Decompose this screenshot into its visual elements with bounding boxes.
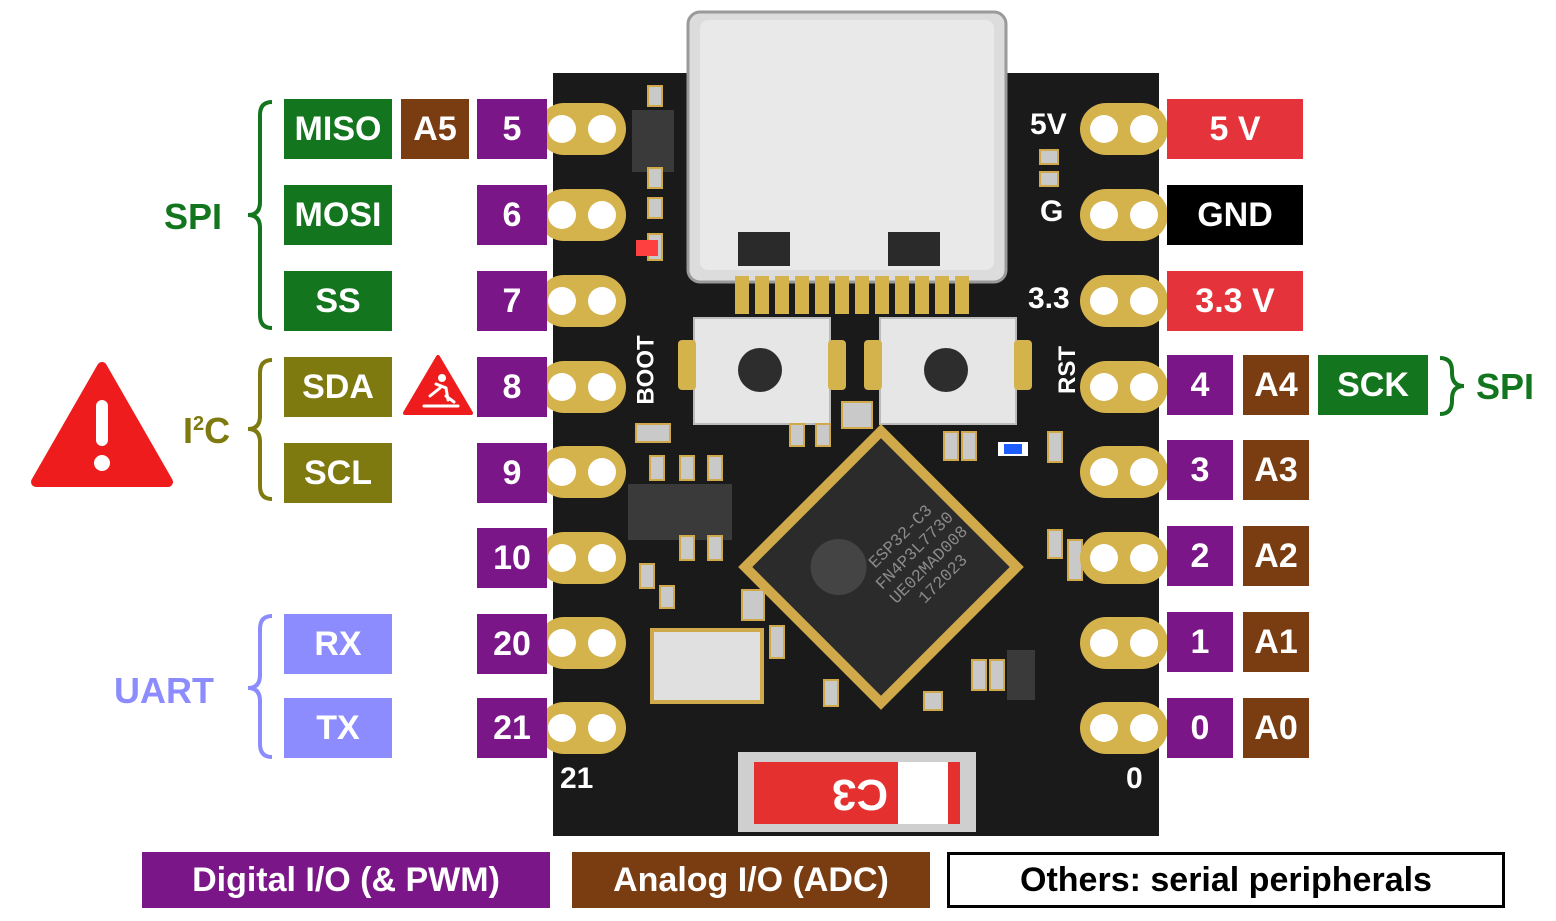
label-sck: SCK (1318, 355, 1428, 415)
left-pad-5 (538, 532, 626, 584)
pin-5: 5 (477, 99, 547, 159)
spi-right-bracket (1439, 356, 1465, 416)
legend-digital: Digital I/O (& PWM) (142, 852, 550, 908)
slip-hazard-icon (403, 355, 473, 415)
right-pad-4 (1080, 446, 1168, 498)
label-mosi: MOSI (284, 185, 392, 245)
label-a4: A4 (1243, 355, 1309, 415)
label-3v3: 3.3 V (1167, 271, 1303, 331)
right-pin-pads (1080, 103, 1168, 754)
pin-2: 2 (1167, 526, 1233, 586)
silk-0: 0 (1126, 762, 1143, 795)
label-ss: SS (284, 271, 392, 331)
pin-10: 10 (477, 528, 547, 588)
silk-rst: RST (1054, 346, 1081, 394)
group-uart: UART (114, 670, 214, 711)
left-pad-7 (538, 702, 626, 754)
uart-bracket (247, 614, 273, 759)
right-pad-1 (1080, 189, 1168, 241)
silk-boot: BOOT (632, 335, 660, 405)
group-spi-right: SPI (1476, 366, 1535, 407)
boot-button (678, 317, 846, 425)
pin-3: 3 (1167, 440, 1233, 500)
left-pad-6 (538, 617, 626, 669)
right-pad-3 (1080, 361, 1168, 413)
usb-pads (735, 276, 969, 314)
transistor (1007, 650, 1035, 700)
left-pad-2 (538, 275, 626, 327)
usb-c-connector (686, 10, 1008, 284)
diode (632, 110, 674, 172)
pin-21: 21 (477, 698, 547, 758)
left-pad-0 (538, 103, 626, 155)
right-pad-6 (1080, 617, 1168, 669)
pin-4: 4 (1167, 355, 1233, 415)
label-sda: SDA (284, 357, 392, 417)
right-pad-7 (1080, 702, 1168, 754)
esp32-c3-chip (738, 424, 1024, 710)
silk-3v3: 3.3 (1028, 282, 1070, 315)
spi-left-bracket (247, 100, 273, 330)
label-tx: TX (284, 698, 392, 758)
reset-button (864, 317, 1032, 425)
voltage-regulator (628, 484, 732, 540)
label-a3: A3 (1243, 440, 1309, 500)
group-i2c: I2C (183, 410, 231, 451)
silk-5v: 5V (1030, 108, 1067, 141)
label-a2: A2 (1243, 526, 1309, 586)
pin-7: 7 (477, 271, 547, 331)
antenna-label: C3 (832, 770, 888, 819)
label-scl: SCL (284, 443, 392, 503)
label-5v: 5 V (1167, 99, 1303, 159)
status-led (636, 240, 658, 256)
warning-triangle-icon (31, 362, 173, 487)
pin-6: 6 (477, 185, 547, 245)
pin-8: 8 (477, 357, 547, 417)
pin-1: 1 (1167, 612, 1233, 672)
right-pad-5 (1080, 532, 1168, 584)
group-spi-left: SPI (164, 196, 223, 237)
label-rx: RX (284, 614, 392, 674)
pin-20: 20 (477, 614, 547, 674)
label-a0: A0 (1243, 698, 1309, 758)
right-pad-2 (1080, 275, 1168, 327)
label-a1: A1 (1243, 612, 1309, 672)
crystal (650, 628, 764, 704)
silk-21: 21 (560, 762, 594, 795)
label-miso: MISO (284, 99, 392, 159)
right-pad-0 (1080, 103, 1168, 155)
pin-9: 9 (477, 443, 547, 503)
legend-others: Others: serial peripherals (947, 852, 1505, 908)
legend-analog: Analog I/O (ADC) (572, 852, 930, 908)
left-pad-3 (538, 361, 626, 413)
left-pad-4 (538, 446, 626, 498)
antenna (738, 752, 976, 832)
pin-0: 0 (1167, 698, 1233, 758)
silk-g: G (1040, 195, 1064, 228)
label-gnd: GND (1167, 185, 1303, 245)
left-pin-pads (538, 103, 626, 754)
i2c-bracket (247, 358, 273, 501)
left-pad-1 (538, 189, 626, 241)
label-a5: A5 (401, 99, 469, 159)
smd-components (635, 85, 1083, 711)
